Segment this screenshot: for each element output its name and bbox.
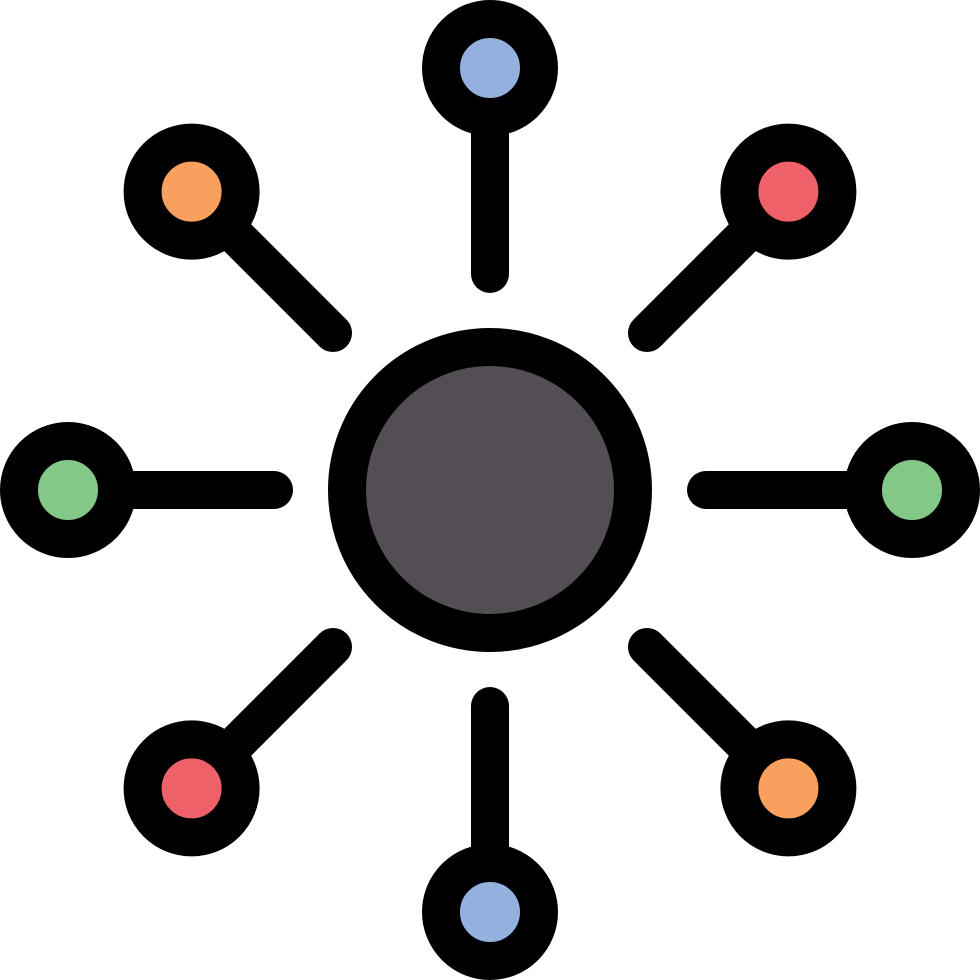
spoke-line-top-left (216, 216, 353, 353)
satellite-node-top (422, 0, 558, 136)
satellite-node-right (844, 422, 980, 558)
satellite-node-left (0, 422, 136, 558)
spoke-line-bottom-left (216, 627, 353, 764)
satellite-node-bottom-right (720, 720, 857, 857)
spoke-line-top-right (627, 216, 764, 353)
hub-group (328, 328, 652, 652)
satellite-node-top-right (720, 123, 857, 260)
satellite-node-top-left (123, 123, 260, 260)
satellite-node-bottom (422, 844, 558, 980)
spoke-line-bottom-right (627, 627, 764, 764)
central-hub-node (328, 328, 652, 652)
satellite-node-bottom-left (123, 720, 260, 857)
